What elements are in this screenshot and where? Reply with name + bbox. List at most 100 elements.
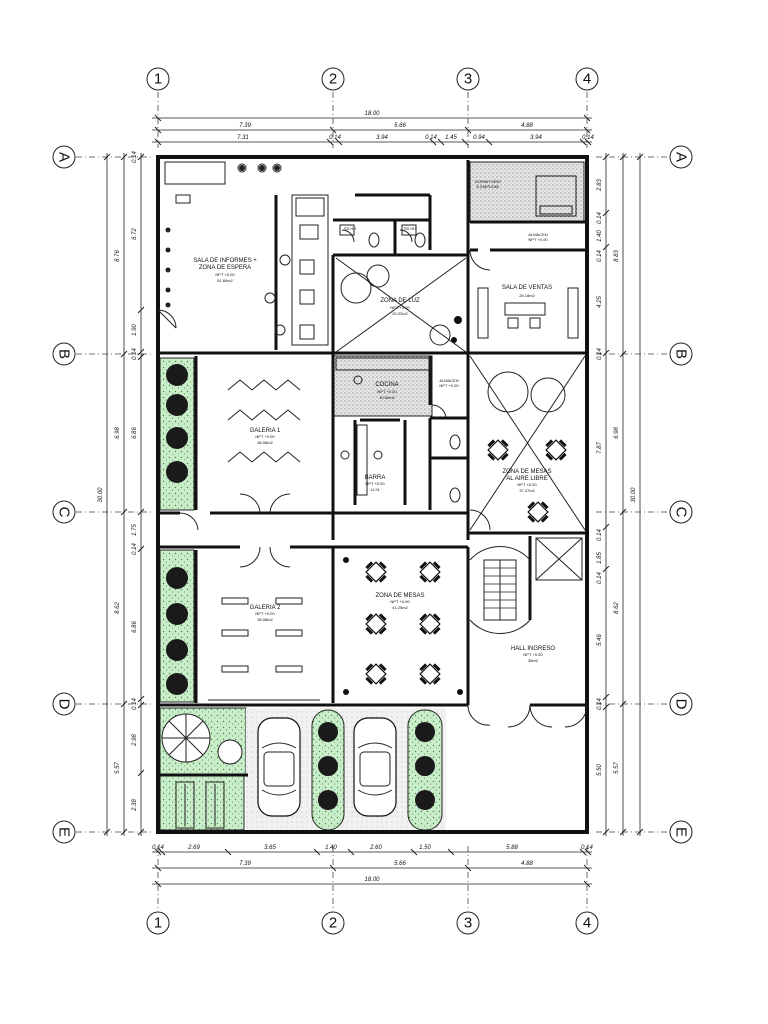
- table-sets: [343, 439, 567, 695]
- axis-label: E: [673, 827, 690, 837]
- dim-right-detail: 7.87: [597, 442, 603, 454]
- dim-left-detail: 0.14: [132, 698, 138, 710]
- room-name: HALL INGRESO: [511, 646, 555, 652]
- dim-right-detail: 1.85: [597, 552, 603, 564]
- axis-bubble-A-right: A: [669, 145, 693, 169]
- dim-left-detail: 6.86: [132, 621, 138, 633]
- room-name: ALMACEN: [528, 232, 547, 237]
- axis-label: D: [673, 699, 690, 710]
- room-name: SS.HH: [344, 226, 356, 231]
- dimension-lines: 18.00 7.39 5.66 4.88 7.31 0.14 3.94 0.14…: [98, 111, 644, 888]
- axis-bubble-E-right: E: [669, 820, 693, 844]
- dim-bottom-total: 18.00: [364, 877, 380, 883]
- room-name: GALERIA 2: [250, 605, 281, 611]
- dim-bottom-detail: 1.50: [419, 845, 431, 851]
- bike-racks: [175, 781, 225, 829]
- dim-right-detail: 1.40: [597, 230, 603, 242]
- axis-bubble-2-top: 2: [321, 67, 345, 91]
- room-level: NPT +0.00: [528, 237, 548, 242]
- axis-label: C: [56, 507, 73, 518]
- axis-label: 4: [583, 915, 591, 932]
- furniture: [164, 161, 586, 701]
- dim-right-detail: 0.14: [597, 250, 603, 262]
- axis-label: A: [673, 152, 690, 162]
- room-area: 37.37m2: [519, 488, 535, 493]
- dim-left-bay: 6.98: [115, 427, 121, 439]
- axis-bubble-1-top: 1: [146, 67, 170, 91]
- dim-top-bay: 4.88: [521, 123, 533, 129]
- dim-bottom-bay: 4.88: [521, 861, 533, 867]
- dim-right-total: 30.00: [631, 487, 637, 503]
- dim-right-bay: 5.57: [614, 762, 620, 774]
- dim-right-bay: 8.83: [614, 250, 620, 262]
- dim-left-detail: 0.14: [132, 151, 138, 163]
- axis-bubble-A-left: A: [52, 145, 76, 169]
- axis-bubble-D-right: D: [669, 692, 693, 716]
- dim-bottom-bay: 7.39: [239, 861, 251, 867]
- dim-right-detail: 5.46: [597, 634, 603, 646]
- axis-bubble-D-left: D: [52, 692, 76, 716]
- dim-right-detail: 0.14: [597, 572, 603, 584]
- axis-label: C: [673, 507, 690, 518]
- dim-bottom-detail: 0.14: [152, 845, 164, 851]
- axis-label: 3: [464, 71, 472, 88]
- dim-left-detail: 2.38: [132, 799, 138, 812]
- room-name: DORMITORIO: [475, 179, 501, 184]
- dim-bottom-detail: 5.88: [506, 845, 518, 851]
- room-name: SALA DE VENTAS: [502, 285, 552, 291]
- room-labels: SALA DE INFORMES + ZONA DE ESPERA NPT +0…: [193, 179, 555, 663]
- room-level: NPT +0.00: [365, 481, 385, 486]
- room-area: 11.91: [370, 487, 380, 492]
- dim-top-bay: 7.39: [239, 123, 251, 129]
- stairs: [469, 537, 583, 634]
- dim-top-detail: 0.14: [329, 135, 341, 141]
- parked-cars: [257, 717, 397, 817]
- dim-top-detail: 0.14: [425, 135, 437, 141]
- room-area: 29.32m2: [392, 311, 408, 316]
- dim-right-bay: 8.62: [614, 602, 620, 614]
- axis-label: 2: [329, 915, 337, 932]
- room-level: NPT +0.00: [517, 482, 537, 487]
- dim-bottom-detail: 2.60: [369, 845, 382, 851]
- dim-left-detail: 0.14: [132, 348, 138, 360]
- room-area: 51.80m2: [217, 278, 233, 283]
- dim-top-detail: 7.31: [237, 135, 249, 141]
- room-area: 25.18m2: [519, 293, 535, 298]
- axis-bubble-E-left: E: [52, 820, 76, 844]
- dim-right-detail: 0.14: [597, 698, 603, 710]
- dim-bottom-detail: 1.40: [325, 845, 337, 851]
- room-name: BARRA: [365, 475, 386, 481]
- room-name: SS.HH: [404, 226, 416, 231]
- dim-left-detail: 1.90: [132, 324, 138, 336]
- dim-left-bay: 5.57: [115, 762, 121, 774]
- room-name: COCINA: [375, 382, 398, 388]
- dim-top-total: 18.00: [364, 111, 380, 117]
- dim-right-detail: 2.83: [597, 179, 603, 192]
- room-area: 41.25m2: [392, 605, 408, 610]
- room-name: ZONA DE MESAS: [502, 469, 551, 475]
- dim-left-detail: 1.75: [132, 524, 138, 536]
- garden-trees: [166, 364, 435, 810]
- axis-bubble-B-left: B: [52, 342, 76, 366]
- axis-label: B: [673, 349, 690, 359]
- dim-top-bay: 5.66: [394, 123, 406, 129]
- room-name: AL AIRE LIBRE: [506, 476, 547, 482]
- room-level: NPT +0.00: [390, 305, 410, 310]
- dim-left-detail: 6.86: [132, 427, 138, 439]
- dim-left-detail: 0.14: [132, 543, 138, 555]
- dim-bottom-bay: 5.66: [394, 861, 406, 867]
- dim-right-detail: 0.14: [597, 348, 603, 360]
- room-name: ZONA DE ESPERA: [199, 265, 251, 271]
- dim-right-detail: 4.25: [597, 296, 603, 308]
- dim-bottom-detail: 0.14: [581, 845, 593, 851]
- axis-bubble-3-bottom: 3: [456, 911, 480, 935]
- dim-top-detail: 0.94: [473, 135, 485, 141]
- axis-label: 3: [464, 915, 472, 932]
- room-area: 38.08m2: [257, 440, 273, 445]
- dim-left-detail: 6.72: [132, 228, 138, 240]
- axis-label: 4: [583, 71, 591, 88]
- room-level: NPT +0.00: [439, 383, 459, 388]
- axis-bubble-B-right: B: [669, 342, 693, 366]
- palm-tree: [161, 713, 243, 765]
- grid-axes: 1 2 3 4 1 2 3 4 A B C D E A B C D E: [52, 67, 693, 935]
